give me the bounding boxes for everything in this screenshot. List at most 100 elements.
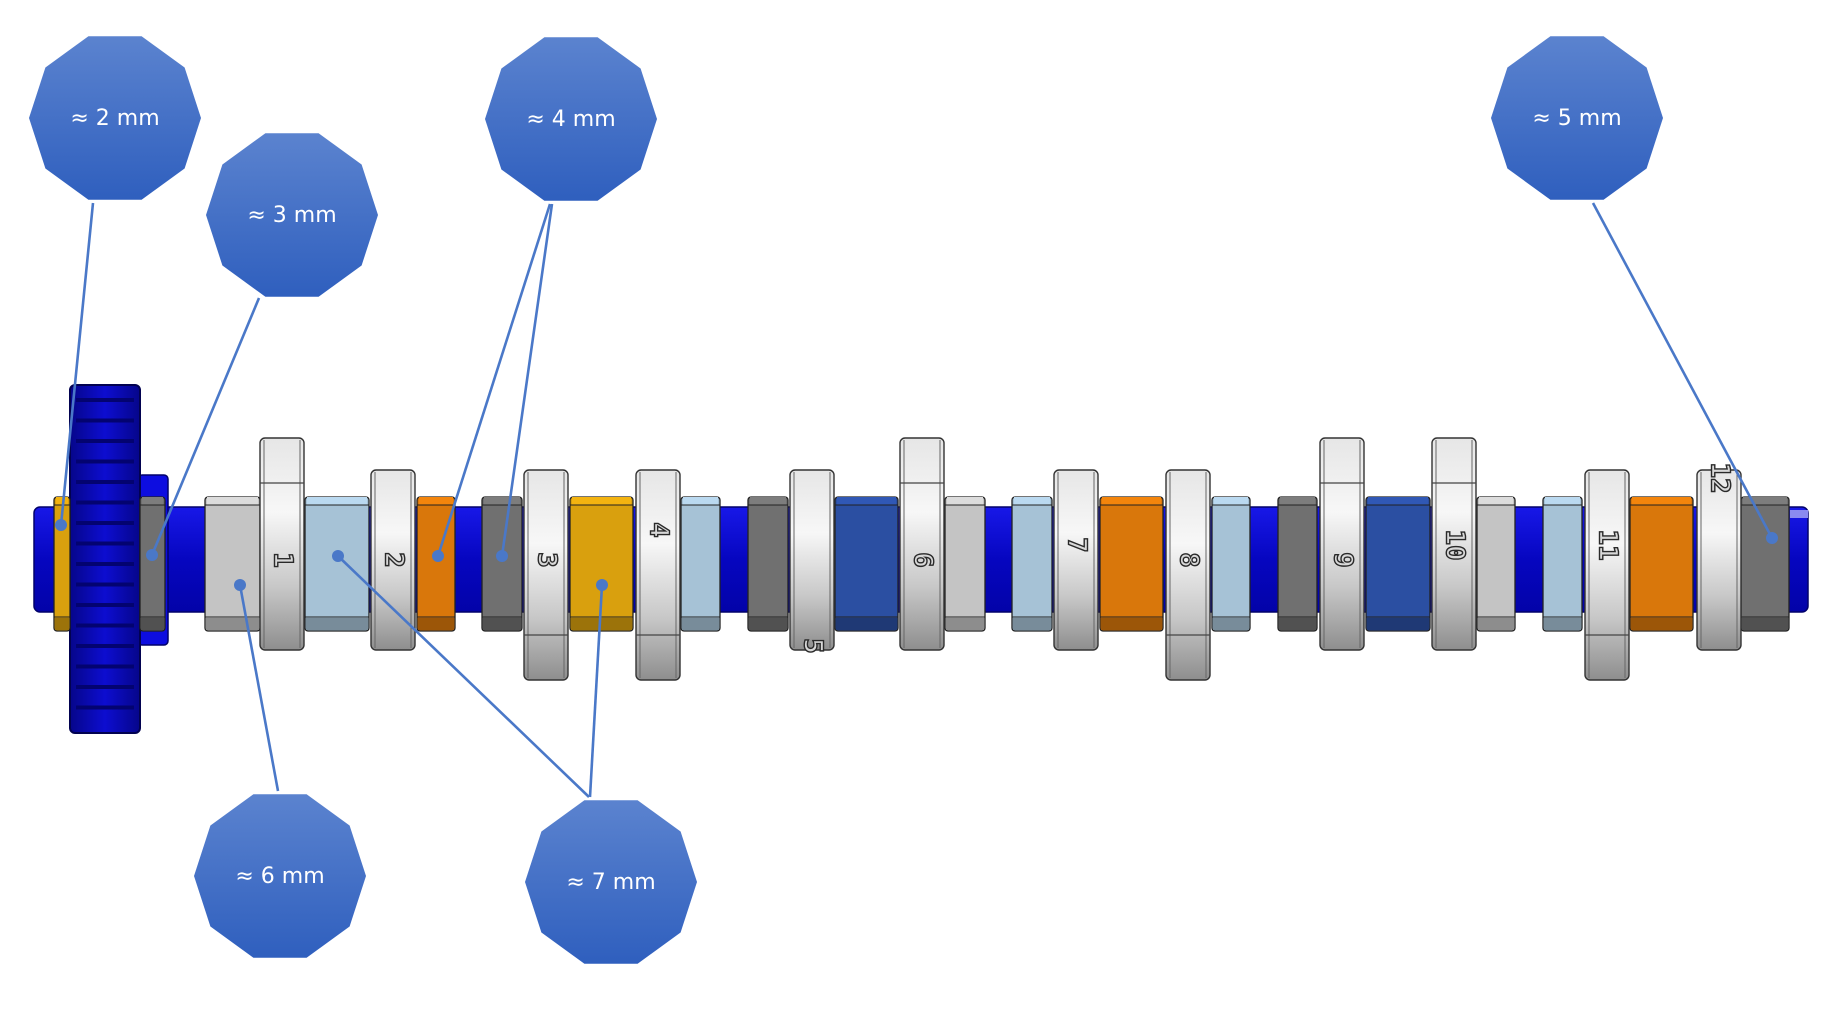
cam-ring-6: 6 bbox=[899, 437, 945, 651]
leader-line-7mm bbox=[337, 555, 590, 798]
callout-badges: ≈ 2 mm ≈ 3 mm ≈ 4 mm ≈ 5 mm ≈ 6 mm ≈ 7 mm bbox=[29, 36, 1663, 964]
callout-badge-2mm: ≈ 2 mm bbox=[29, 36, 201, 200]
spacer-dark-blue bbox=[834, 496, 899, 632]
callout-badge-7mm: ≈ 7 mm bbox=[525, 800, 697, 964]
leader-lines-overlay bbox=[55, 202, 1778, 798]
leader-dot-4mm bbox=[432, 550, 444, 562]
cam-ring-2: 2 bbox=[370, 469, 416, 651]
gear-tooth bbox=[76, 582, 134, 587]
gear bbox=[69, 384, 141, 734]
spacer-yellow bbox=[569, 496, 634, 632]
cam-ring-7: 7 bbox=[1053, 469, 1099, 651]
gear-tooth bbox=[76, 418, 134, 423]
leader-line-6mm bbox=[238, 584, 280, 792]
gear-tooth bbox=[76, 480, 134, 484]
callout-label: ≈ 7 mm bbox=[566, 870, 655, 895]
cam-ring-3: 3 bbox=[523, 469, 569, 681]
decagon-shape bbox=[194, 794, 366, 958]
gear-tooth bbox=[76, 398, 134, 402]
leader-line-4mm bbox=[500, 203, 554, 557]
cam-ring-11: 11 bbox=[1584, 469, 1630, 681]
decagon-shape bbox=[1491, 36, 1663, 200]
callout-badge-5mm: ≈ 5 mm bbox=[1491, 36, 1663, 200]
callout-label: ≈ 6 mm bbox=[235, 864, 324, 889]
drive-gear bbox=[69, 384, 141, 734]
spacer-yellow bbox=[53, 496, 71, 632]
ring-number-label: 2 bbox=[379, 552, 409, 568]
leader-line-5mm bbox=[1591, 202, 1774, 539]
callout-label: ≈ 5 mm bbox=[1532, 106, 1621, 131]
ring-number-label: 7 bbox=[1062, 537, 1092, 553]
ring-number-label: 4 bbox=[644, 522, 674, 538]
spacer-orange bbox=[1099, 496, 1164, 632]
ring-number-label: 1 bbox=[268, 552, 298, 568]
shaft-end-highlight bbox=[1790, 510, 1808, 518]
spacer-light-blue bbox=[1011, 496, 1053, 632]
cam-ring-4: 4 bbox=[635, 469, 681, 681]
leader-line-3mm bbox=[150, 297, 261, 556]
callout-badge-6mm: ≈ 6 mm bbox=[194, 794, 366, 958]
gear-tooth bbox=[76, 685, 134, 689]
ring-number-label: 9 bbox=[1328, 552, 1358, 568]
leader-dot-6mm bbox=[234, 579, 246, 591]
leader-dot-7mm bbox=[596, 579, 608, 591]
gear-tooth bbox=[76, 562, 134, 566]
ring-number-label: 5 bbox=[798, 638, 828, 654]
spacer-light-gray bbox=[944, 496, 986, 632]
spacer-dark-blue bbox=[1365, 496, 1431, 632]
callout-badge-4mm: ≈ 4 mm bbox=[485, 37, 657, 201]
leader-line-2mm bbox=[59, 202, 95, 526]
decagon-shape bbox=[29, 36, 201, 200]
decagon-shape bbox=[485, 37, 657, 201]
spacer-light-gray bbox=[204, 496, 261, 632]
spacer-dark-gray bbox=[139, 496, 166, 632]
ring-number-label: 12 bbox=[1705, 462, 1735, 493]
leader-dot-7mm bbox=[332, 550, 344, 562]
ring-number-label: 6 bbox=[908, 552, 938, 568]
gear-tooth bbox=[76, 439, 134, 443]
gear-tooth bbox=[76, 459, 134, 464]
spacer-light-blue bbox=[680, 496, 721, 632]
spacer-dark-gray bbox=[481, 496, 523, 632]
leader-line-4mm bbox=[436, 203, 552, 557]
gear-tooth bbox=[76, 500, 134, 505]
cam-ring-12: 12 bbox=[1696, 462, 1742, 651]
gear-tooth bbox=[76, 664, 134, 669]
spacer-light-blue bbox=[1542, 496, 1583, 632]
gear-tooth bbox=[76, 623, 134, 628]
spacer-light-blue bbox=[304, 496, 370, 632]
decagon-shape bbox=[206, 133, 378, 297]
spacer-dark-gray bbox=[1740, 496, 1790, 632]
spacer-light-blue bbox=[1211, 496, 1251, 632]
spacer-orange bbox=[1629, 496, 1694, 632]
gear-tooth bbox=[76, 521, 134, 525]
ring-number-label: 10 bbox=[1440, 529, 1470, 560]
leader-dot-4mm bbox=[496, 550, 508, 562]
callout-badge-3mm: ≈ 3 mm bbox=[206, 133, 378, 297]
gear-tooth bbox=[76, 644, 134, 648]
leader-dot-3mm bbox=[146, 549, 158, 561]
gear-tooth bbox=[76, 603, 134, 607]
cam-ring-10: 10 bbox=[1431, 437, 1477, 651]
spacer-dark-gray bbox=[747, 496, 789, 632]
cam-ring-1: 1 bbox=[259, 437, 305, 651]
spacer-dark-gray bbox=[1277, 496, 1318, 632]
callout-label: ≈ 3 mm bbox=[247, 203, 336, 228]
gear-tooth bbox=[76, 541, 134, 546]
decagon-shape bbox=[525, 800, 697, 964]
callout-label: ≈ 2 mm bbox=[70, 106, 159, 131]
gear-tooth bbox=[76, 705, 134, 710]
callout-label: ≈ 4 mm bbox=[526, 107, 615, 132]
leader-line-7mm bbox=[588, 584, 604, 798]
ring-number-label: 11 bbox=[1593, 529, 1623, 560]
spacer-light-gray bbox=[1476, 496, 1516, 632]
ring-number-label: 3 bbox=[532, 552, 562, 568]
cam-ring-5: 5 bbox=[789, 469, 835, 655]
leader-dot-2mm bbox=[55, 519, 67, 531]
ring-number-label: 8 bbox=[1174, 552, 1204, 568]
leader-dot-5mm bbox=[1766, 532, 1778, 544]
cam-ring-9: 9 bbox=[1319, 437, 1365, 651]
cam-ring-8: 8 bbox=[1165, 469, 1211, 681]
